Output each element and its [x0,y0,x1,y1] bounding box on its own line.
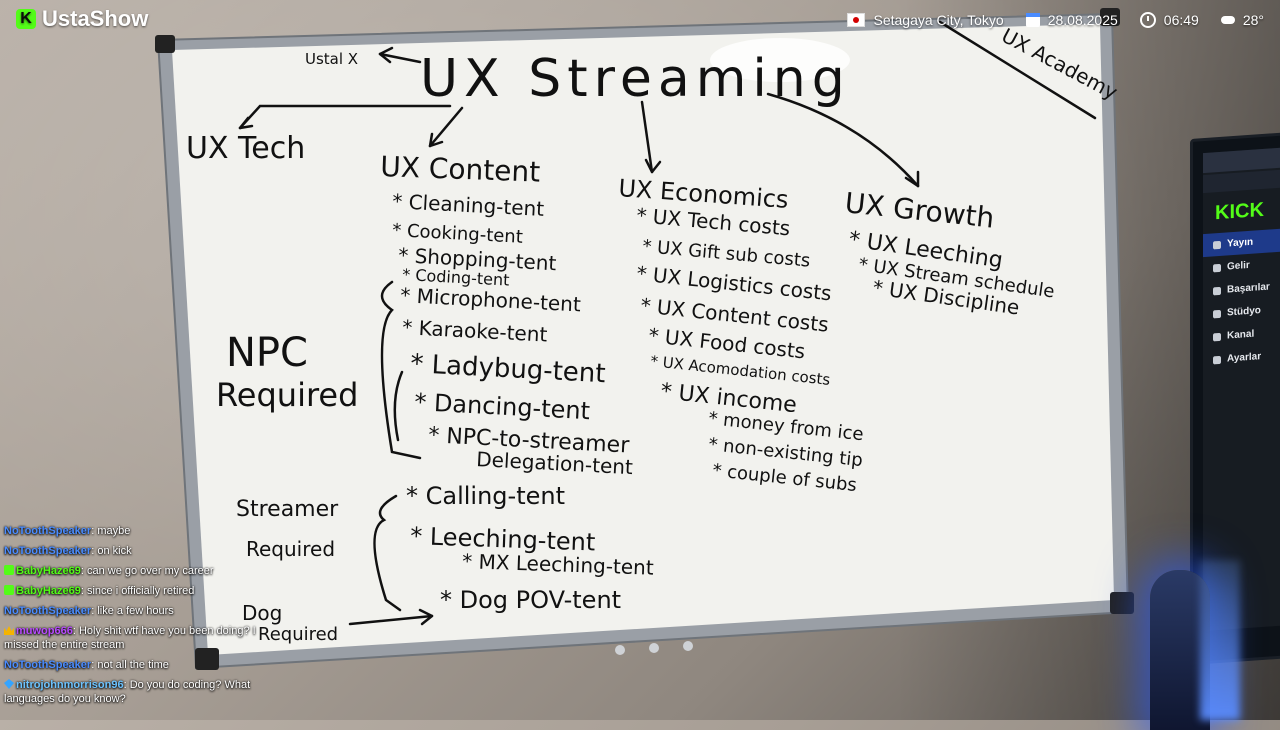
chat-text: maybe [97,525,131,537]
chat-username[interactable]: nitrojohnmorrison96 [16,679,124,691]
kick-dashboard-menu: Yayın Gelir Başarılar Stüdyo Kanal Ayarl… [1203,227,1280,372]
clock-icon [1139,12,1156,28]
gear-icon [1213,355,1221,364]
date-text: 28.08.2025 [1047,12,1118,28]
gem-badge-icon [4,679,14,689]
location-text: Setagaya City, Tokyo [873,12,1004,28]
japan-flag-icon [847,13,866,27]
chat-separator: : [91,545,98,557]
branch-tech: UX Tech [186,131,305,166]
chat-text: on kick [97,545,132,557]
achievements-icon [1213,286,1221,295]
chat-separator: : [80,585,87,597]
subscriber-badge-icon [4,585,14,595]
chat-message: NoToothSpeaker: not all the time [4,658,274,672]
channel-icon [1213,332,1221,341]
chat-username[interactable]: NoToothSpeaker [4,525,92,537]
stream-brand: K UstaShow [16,6,148,32]
calendar-icon [1025,13,1040,27]
streamer-label-line2: Required [246,537,335,561]
browser-tab-bar [1203,146,1280,174]
cloud-icon [1220,16,1235,24]
chat-message: NoToothSpeaker: maybe [4,524,274,538]
npc-label-line1: NPC [226,330,308,376]
streamer-list: * Calling-tent * Leeching-tent * MX Leec… [406,482,654,580]
chat-username[interactable]: NoToothSpeaker [4,659,92,671]
npc-label-line2: Required [216,376,358,414]
brand-name: UstaShow [42,6,149,31]
chat-text: can we go over my career [86,565,214,577]
streamer-item: * Leeching-tent [410,522,596,556]
chat-username[interactable]: BabyHaze69 [16,565,81,577]
chat-separator: : [72,625,79,637]
chat-text: not all the time [97,659,169,671]
kick-site-logo[interactable]: KICK [1215,198,1264,225]
chat-message: NoToothSpeaker: on kick [4,544,274,558]
streamer-item: * Calling-tent [406,482,565,510]
chat-message: muwop666: Holy shit wtf have you been do… [4,624,274,652]
chat-username[interactable]: BabyHaze69 [16,585,81,597]
broadcast-icon [1213,240,1221,249]
board-title: UX Streaming [420,49,851,109]
studio-icon [1213,309,1221,318]
branch-content: UX Content [380,150,541,189]
chat-text: since i officially retired [86,585,195,597]
kick-logo-icon: K [16,9,36,29]
chat-text: like a few hours [97,605,174,617]
monitor-screen: KICK Yayın Gelir Başarılar Stüdyo Kanal … [1203,146,1280,632]
chat-message: nitrojohnmorrison96: Do you do coding? W… [4,678,274,706]
chat-username[interactable]: NoToothSpeaker [4,605,92,617]
chat-separator: : [91,525,98,537]
chat-separator: : [123,679,130,691]
date-info: 28.08.2025 [1025,12,1118,28]
board-side-note: Ustal X [305,50,358,68]
chat-message: BabyHaze69: since i officially retired [4,584,274,598]
chat-message: NoToothSpeaker: like a few hours [4,604,274,618]
chat-username[interactable]: muwop666 [16,625,73,637]
chat-message: BabyHaze69: can we go over my career [4,564,274,578]
stream-info-bar: Setagaya City, Tokyo 28.08.2025 06:49 28… [847,12,1264,28]
chat-separator: : [91,605,98,617]
dog-item: * Dog POV-tent [440,586,621,614]
blue-light-glow [1200,560,1240,720]
dog-label-line2: Required [258,624,338,645]
temperature-text: 28° [1242,12,1264,28]
streamer-label-line1: Streamer [236,497,339,522]
chat-text: Holy shit wtf have you been doing? I mis… [4,625,256,651]
weather-info: 28° [1220,12,1264,28]
chat-username[interactable]: NoToothSpeaker [4,545,92,557]
chat-separator: : [80,565,87,577]
time-text: 06:49 [1163,12,1199,28]
chat-separator: : [91,659,98,671]
subscriber-badge-icon [4,565,14,575]
dog-label-line1: Dog [242,601,282,625]
location-info: Setagaya City, Tokyo [847,12,1004,28]
time-info: 06:49 [1139,12,1199,28]
chat-text: Do you do coding? What languages do you … [4,679,251,705]
crown-badge-icon [4,626,14,635]
revenue-icon [1213,263,1221,272]
